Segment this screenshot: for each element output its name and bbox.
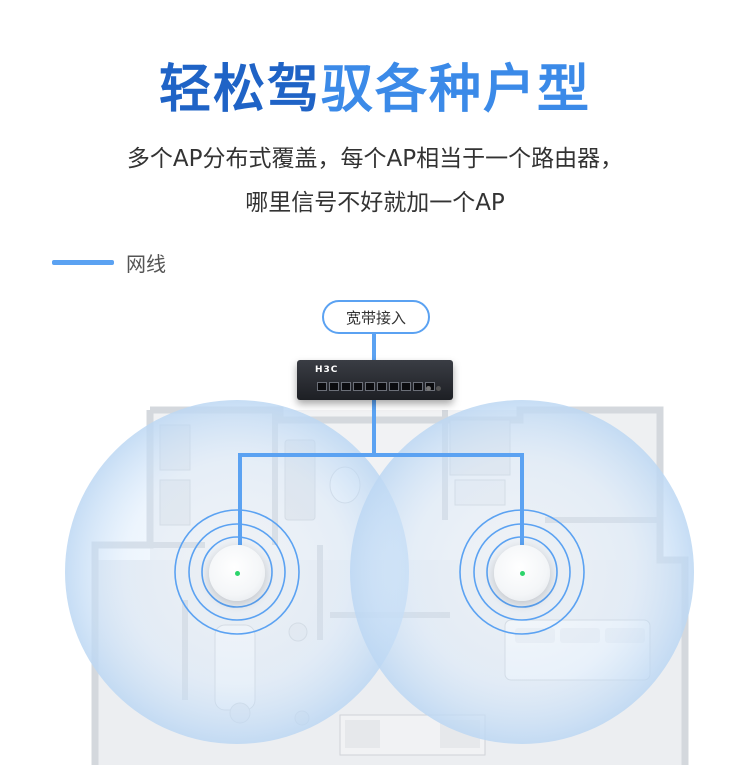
switch-indicator xyxy=(426,386,431,391)
access-point-left xyxy=(209,545,265,601)
switch-port xyxy=(377,382,387,391)
switch-brand-label: H3C xyxy=(315,365,339,375)
subtitle-line-1: 多个AP分布式覆盖，每个AP相当于一个路由器， xyxy=(126,146,624,172)
legend-label: 网线 xyxy=(126,251,166,276)
switch-port xyxy=(389,382,399,391)
title-part-1: 轻松驾 xyxy=(158,60,321,120)
switch-port xyxy=(365,382,375,391)
access-point-right xyxy=(494,545,550,601)
title-part-2: 驭各种户型 xyxy=(321,60,592,120)
switch-port xyxy=(413,382,423,391)
subtitle-line-2: 哪里信号不好就加一个AP xyxy=(245,190,505,216)
network-switch: H3C xyxy=(297,360,453,400)
switch-port xyxy=(329,382,339,391)
broadband-access-label: 宽带接入 xyxy=(322,300,430,334)
switch-port xyxy=(317,382,327,391)
switch-port xyxy=(401,382,411,391)
ap-status-led xyxy=(520,571,525,576)
switch-port xyxy=(341,382,351,391)
network-cables xyxy=(238,332,524,545)
switch-ports xyxy=(317,382,435,391)
legend-cable-swatch xyxy=(52,259,114,265)
switch-indicator xyxy=(436,386,441,391)
legend: 网线 xyxy=(52,248,166,276)
switch-port xyxy=(353,382,363,391)
ap-status-led xyxy=(235,571,240,576)
page-title: 轻松驾驭各种户型 xyxy=(0,58,750,122)
floor-plan-diagram xyxy=(65,332,694,765)
